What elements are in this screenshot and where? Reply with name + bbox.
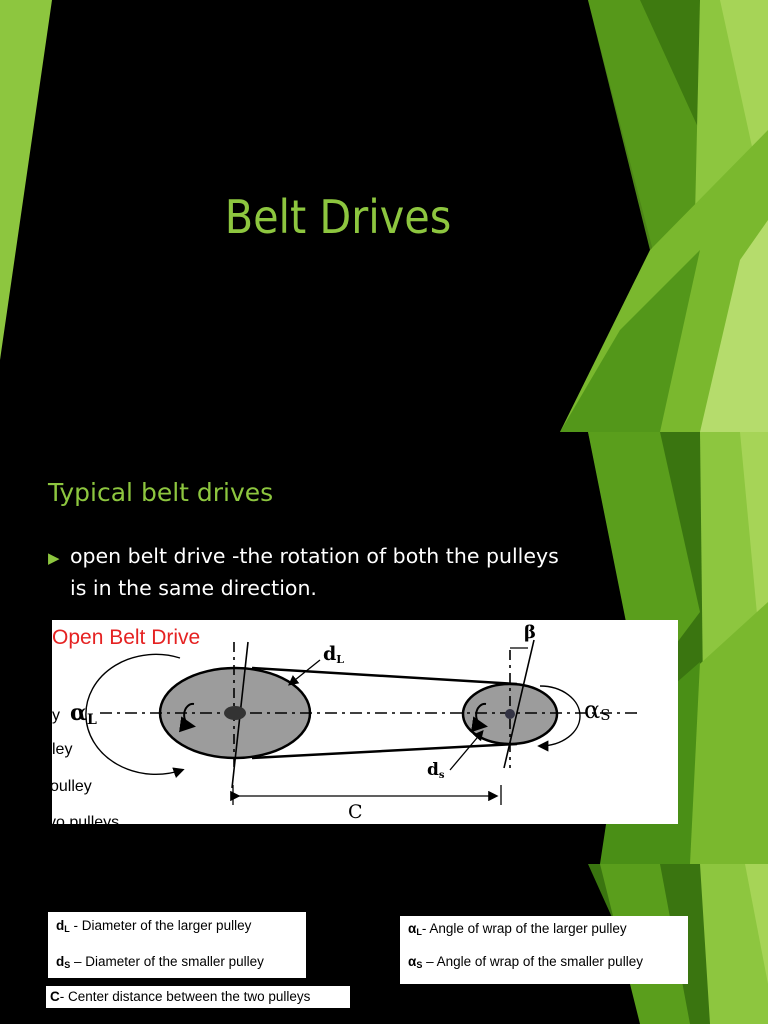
bullet-text: open belt drive -the rotation of both th… <box>70 544 559 600</box>
legend-item-dl: dL - Diameter of the larger pulley <box>56 918 252 934</box>
legend-item-c: C- Center distance between the two pulle… <box>50 989 311 1004</box>
belt-bottom <box>251 742 518 760</box>
content-slide: Typical belt drives ▶ open belt drive -t… <box>0 432 768 864</box>
legend-slide: dL - Diameter of the larger pulley dS – … <box>0 864 768 1024</box>
slide-title: Belt Drives <box>224 190 452 244</box>
legend-item-alpha-l: αL- Angle of wrap of the larger pulley <box>408 921 627 937</box>
label-beta: β <box>524 622 536 643</box>
legend-item-alpha-s: αS – Angle of wrap of the smaller pulley <box>408 954 643 970</box>
rotation-arrow-small <box>470 702 488 733</box>
triangle-right-icon: ▶ <box>48 549 60 567</box>
ds-pointer <box>449 730 484 771</box>
label-ds: ds <box>427 760 445 781</box>
title-slide: Belt Drives <box>0 0 768 432</box>
slide-heading: Typical belt drives <box>48 478 274 507</box>
rotation-arrow-large <box>178 702 196 733</box>
bullet-item: ▶ open belt drive -the rotation of both … <box>48 540 568 604</box>
green-facets-decoration <box>0 0 768 432</box>
open-belt-drive-diagram: Open Belt Drive <box>52 620 678 824</box>
wrap-arc-large <box>85 653 185 779</box>
dl-pointer <box>287 659 321 686</box>
tilted-line-small <box>503 639 535 769</box>
legend-center-distance: C- Center distance between the two pulle… <box>46 986 350 1008</box>
legend-diameters: dL - Diameter of the larger pulley dS – … <box>48 912 306 978</box>
belt-drive-figure: Open Belt Drive <box>52 622 642 824</box>
cut-text-3: oulley <box>52 778 92 795</box>
label-alpha-l: αL <box>70 700 97 728</box>
belt-top <box>251 666 518 686</box>
large-pulley-hub <box>224 706 246 720</box>
wrap-arc-small <box>537 685 581 752</box>
cut-text-2: ley <box>52 741 72 758</box>
legend-item-ds: dS – Diameter of the smaller pulley <box>56 954 264 970</box>
label-c: C <box>348 801 363 823</box>
legend-angles: αL- Angle of wrap of the larger pulley α… <box>400 916 688 984</box>
cut-text-1: y <box>52 707 60 724</box>
label-dl: dL <box>323 643 344 666</box>
diagram-title: Open Belt Drive <box>52 626 200 649</box>
label-alpha-s: αS <box>584 696 611 724</box>
small-pulley-hub <box>505 709 515 719</box>
cut-text-4: vo pulleys <box>52 814 119 824</box>
